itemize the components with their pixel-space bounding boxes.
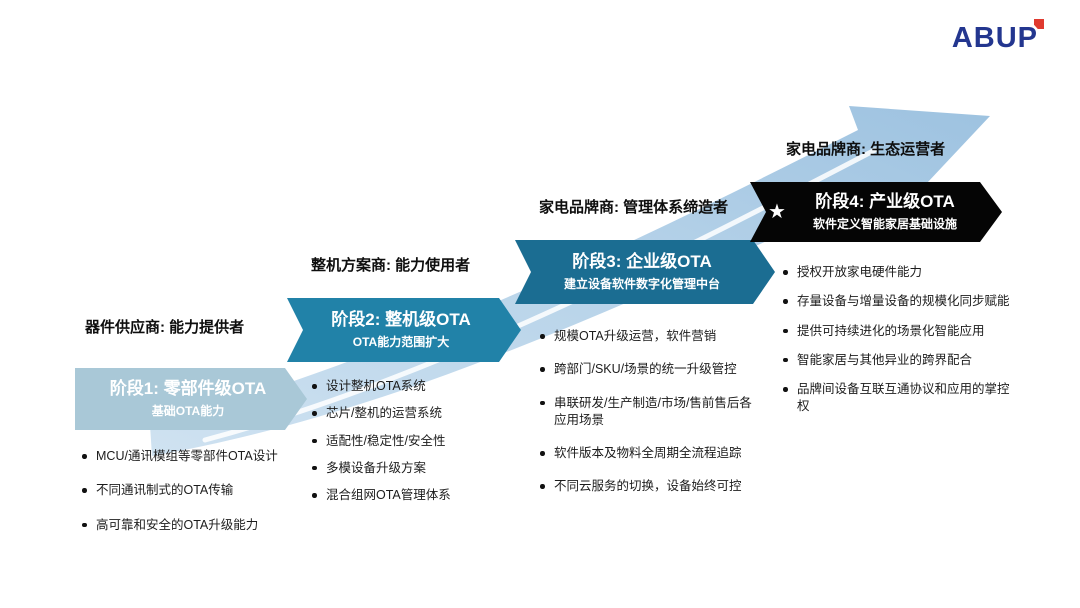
stage-3-title: 阶段3: 企业级OTA bbox=[572, 251, 712, 271]
stage-2-banner: 阶段2: 整机级OTA OTA能力范围扩大 bbox=[287, 298, 521, 362]
stage-1: 器件供应商: 能力提供者 阶段1: 零部件级OTA 基础OTA能力 MCU/通讯… bbox=[75, 318, 325, 551]
stage-1-bullets: MCU/通讯模组等零部件OTA设计 不同通讯制式的OTA传输 高可靠和安全的OT… bbox=[79, 448, 317, 534]
bullet-item: 不同云服务的切换，设备始终可控 bbox=[537, 478, 752, 495]
stage-2: 整机方案商: 能力使用者 阶段2: 整机级OTA OTA能力范围扩大 设计整机O… bbox=[287, 256, 537, 514]
bullet-item: 芯片/整机的运营系统 bbox=[309, 405, 521, 422]
stage-1-role: 器件供应商: 能力提供者 bbox=[85, 319, 245, 336]
stage-1-subtitle: 基础OTA能力 bbox=[151, 404, 225, 419]
stage-3-subtitle: 建立设备软件数字化管理中台 bbox=[563, 277, 720, 292]
stage-4-title: 阶段4: 产业级OTA bbox=[815, 191, 955, 211]
bullet-item: 授权开放家电硬件能力 bbox=[780, 264, 1018, 281]
bullet-item: MCU/通讯模组等零部件OTA设计 bbox=[79, 448, 317, 465]
stage-2-role: 整机方案商: 能力使用者 bbox=[311, 257, 471, 274]
stage-1-banner: 阶段1: 零部件级OTA 基础OTA能力 bbox=[75, 368, 307, 430]
bullet-item: 智能家居与其他异业的跨界配合 bbox=[780, 352, 1018, 369]
bullet-item: 软件版本及物料全周期全流程追踪 bbox=[537, 445, 752, 462]
stage-2-bullets: 设计整机OTA系统 芯片/整机的运营系统 适配性/稳定性/安全性 多模设备升级方… bbox=[309, 378, 521, 504]
stage-3: 家电品牌商: 管理体系缔造者 阶段3: 企业级OTA 建立设备软件数字化管理中台… bbox=[515, 198, 785, 512]
abup-logo: ABUP bbox=[951, 19, 1044, 54]
bullet-item: 品牌间设备互联互通协议和应用的掌控权 bbox=[780, 381, 1018, 416]
stage-4-subtitle: 软件定义智能家居基础设施 bbox=[812, 217, 957, 232]
bullet-item: 串联研发/生产制造/市场/售前售后各应用场景 bbox=[537, 395, 752, 430]
abup-logo-flag-icon bbox=[1034, 19, 1044, 29]
bullet-item: 设计整机OTA系统 bbox=[309, 378, 521, 395]
stage-4-role: 家电品牌商: 生态运营者 bbox=[786, 141, 946, 158]
bullet-item: 提供可持续进化的场景化智能应用 bbox=[780, 323, 1018, 340]
bullet-item: 规模OTA升级运营，软件营销 bbox=[537, 328, 752, 345]
stage-3-bullets: 规模OTA升级运营，软件营销 跨部门/SKU/场景的统一升级管控 串联研发/生产… bbox=[537, 328, 752, 496]
bullet-item: 多模设备升级方案 bbox=[309, 460, 521, 477]
stage-4-bullets: 授权开放家电硬件能力 存量设备与增量设备的规模化同步赋能 提供可持续进化的场景化… bbox=[780, 264, 1018, 416]
bullet-item: 存量设备与增量设备的规模化同步赋能 bbox=[780, 293, 1018, 310]
bullet-item: 高可靠和安全的OTA升级能力 bbox=[79, 517, 317, 534]
stage-2-subtitle: OTA能力范围扩大 bbox=[352, 335, 450, 350]
star-icon: ★ bbox=[768, 201, 786, 223]
stage-3-role: 家电品牌商: 管理体系缔造者 bbox=[539, 199, 729, 216]
stage-1-title: 阶段1: 零部件级OTA bbox=[109, 378, 267, 398]
bullet-item: 跨部门/SKU/场景的统一升级管控 bbox=[537, 361, 752, 378]
stage-4: 家电品牌商: 生态运营者 ★ 阶段4: 产业级OTA 软件定义智能家居基础设施 … bbox=[750, 140, 1018, 428]
bullet-item: 混合组网OTA管理体系 bbox=[309, 487, 521, 504]
stage-4-banner: ★ 阶段4: 产业级OTA 软件定义智能家居基础设施 bbox=[750, 182, 1002, 242]
bullet-item: 不同通讯制式的OTA传输 bbox=[79, 482, 317, 499]
abup-logo-text: ABUP bbox=[951, 22, 1038, 54]
stage-3-banner: 阶段3: 企业级OTA 建立设备软件数字化管理中台 bbox=[515, 240, 775, 304]
bullet-item: 适配性/稳定性/安全性 bbox=[309, 433, 521, 450]
stage-2-title: 阶段2: 整机级OTA bbox=[331, 309, 471, 329]
